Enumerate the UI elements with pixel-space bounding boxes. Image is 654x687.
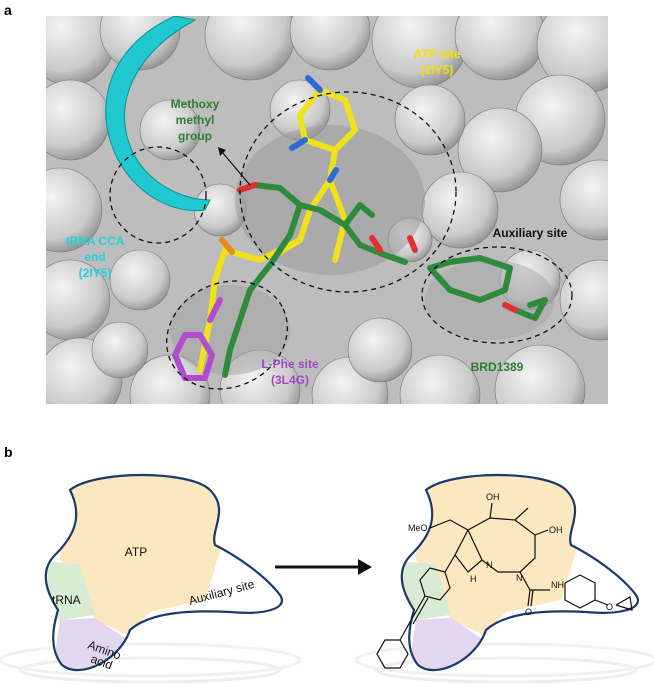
n-label-2: N bbox=[516, 573, 523, 583]
ether-o-label: O bbox=[606, 602, 613, 612]
atp-site-label-line1: ATP site bbox=[414, 47, 461, 61]
o-label: O bbox=[525, 607, 532, 617]
h-label: H bbox=[470, 574, 477, 584]
trna-label-line3: (2IY5) bbox=[79, 266, 112, 280]
transition-arrow bbox=[275, 559, 372, 575]
pocket-cartoon-left bbox=[0, 473, 302, 684]
brd1389-structure bbox=[376, 502, 633, 669]
methoxy-label-line2: methyl bbox=[176, 113, 215, 127]
lphe-label-line1: L-Phe site bbox=[261, 357, 319, 371]
methoxy-label-line3: group bbox=[178, 129, 212, 143]
meo-label: MeO bbox=[408, 523, 428, 533]
oh-label-2: OH bbox=[549, 525, 563, 535]
trna-label-line1: tRNA CCA bbox=[66, 234, 125, 248]
pocket-cartoon-right bbox=[354, 473, 654, 684]
panel-a-letter: a bbox=[4, 2, 12, 18]
atp-region-label: ATP bbox=[125, 545, 147, 559]
trna-region-label: tRNA bbox=[52, 593, 81, 607]
nh-label: NH bbox=[551, 580, 564, 590]
atp-site-label-line2: (2IY5) bbox=[421, 63, 454, 77]
auxiliary-site-label: Auxiliary site bbox=[493, 226, 568, 240]
methoxy-label-line1: Methoxy bbox=[171, 97, 220, 111]
oh-label-1: OH bbox=[486, 492, 500, 502]
panel-b-letter: b bbox=[4, 444, 13, 460]
brd1389-label: BRD1389 bbox=[471, 360, 524, 374]
lphe-label-line2: (3L4G) bbox=[271, 373, 309, 387]
trna-label-line2: end bbox=[84, 250, 105, 264]
n-label-1: N bbox=[486, 560, 493, 570]
protein-surface-image bbox=[46, 16, 608, 404]
